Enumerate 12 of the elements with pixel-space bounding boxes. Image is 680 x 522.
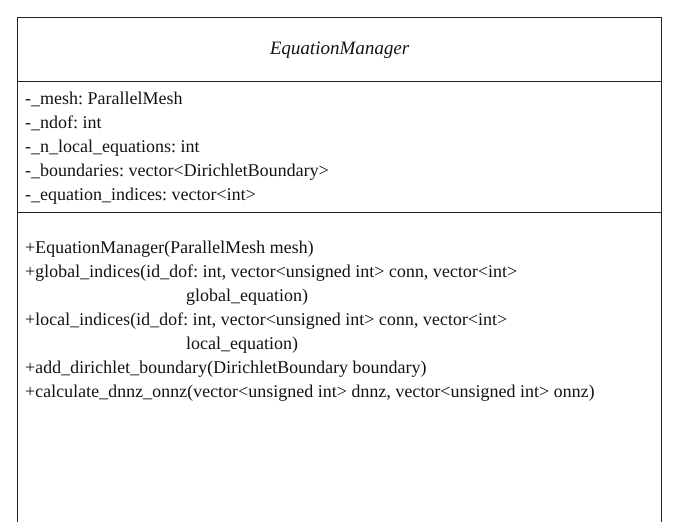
attribute-text: -_boundaries: vector<DirichletBoundary> xyxy=(25,159,329,182)
method-text: +calculate_dnnz_onnz(vector<unsigned int> dnnz, vector<unsigned int> onnz) xyxy=(25,380,596,403)
uml-class-box xyxy=(17,17,662,522)
attribute-text: -_equation_indices: vector<int> xyxy=(25,183,256,206)
attribute-text: -_n_local_equations: int xyxy=(25,135,200,158)
method-text: +EquationManager(ParallelMesh mesh) xyxy=(25,236,315,259)
method-text: +global_indices(id_dof: int, vector<unsigned int> conn, vector<int> global_equation) xyxy=(25,260,518,307)
method-text: +add_dirichlet_boundary(DirichletBoundary boundary) xyxy=(25,356,428,379)
method-text: +local_indices(id_dof: int, vector<unsigned int> conn, vector<int> local_equation) xyxy=(25,308,508,355)
attribute-text: -_ndof: int xyxy=(25,111,102,134)
attribute-text: -_mesh: ParallelMesh xyxy=(25,87,182,110)
class-name: EquationManager xyxy=(268,37,410,61)
